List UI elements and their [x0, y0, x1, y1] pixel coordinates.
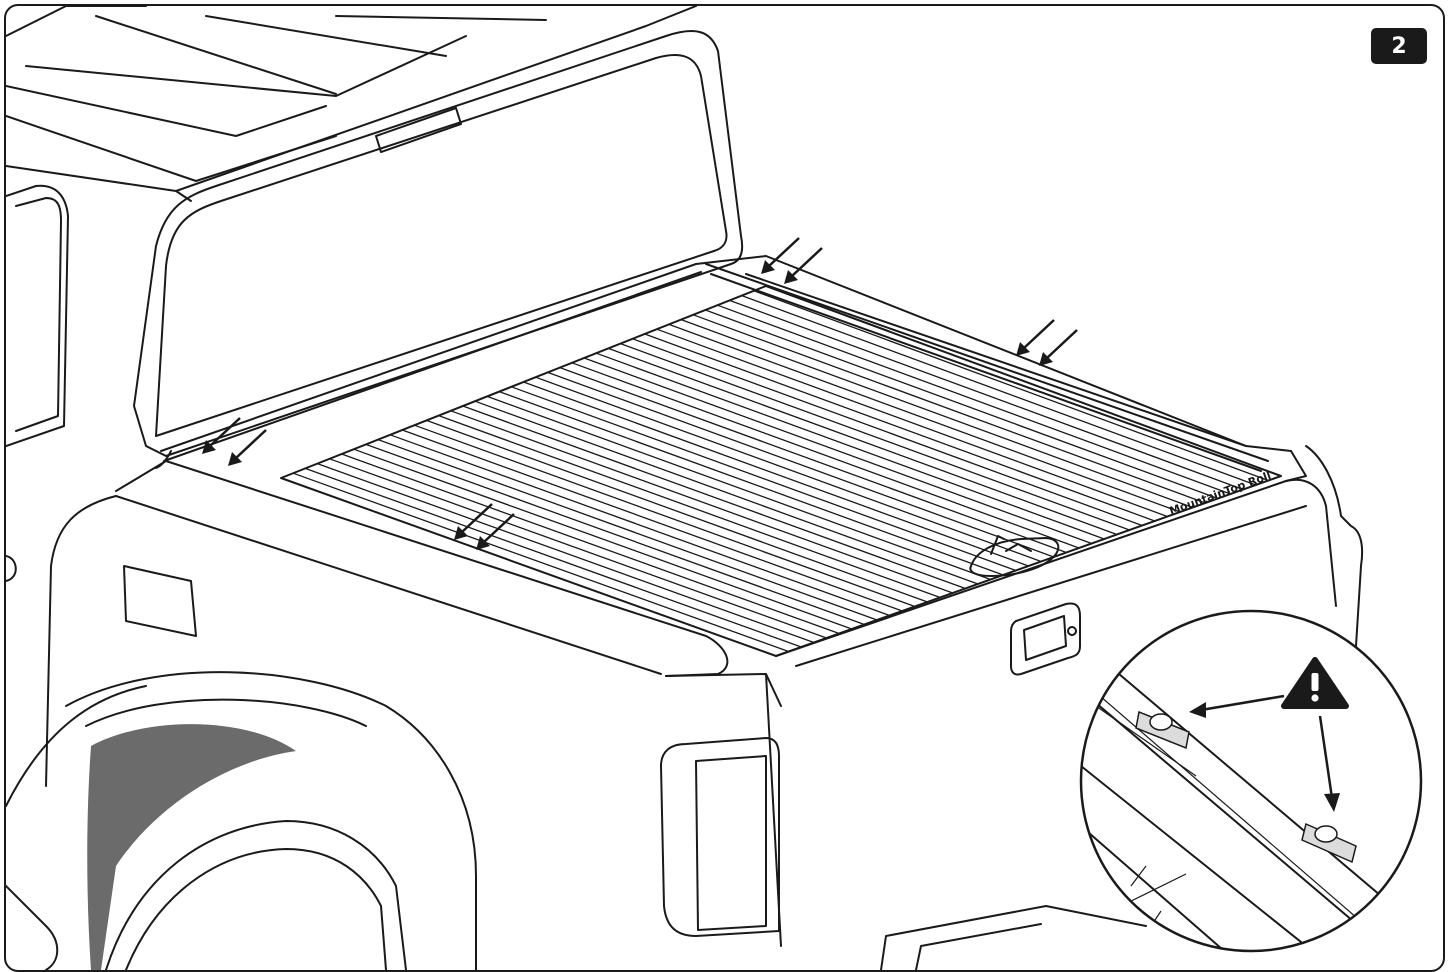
- pointer-arrow-shaft: [1046, 329, 1078, 359]
- cover-slat: [632, 338, 1143, 527]
- cover-slat: [571, 362, 1080, 549]
- callout-arrows: [1189, 694, 1340, 812]
- cab-side: [6, 184, 69, 582]
- warning-triangle-icon: [1281, 657, 1349, 709]
- pointer-arrow-shaft: [791, 247, 823, 277]
- cover-slat: [620, 342, 1130, 531]
- cover-slat: [353, 448, 852, 630]
- pointer-arrow-head: [202, 440, 216, 454]
- cover-slat: [559, 366, 1067, 554]
- cover-slat: [668, 323, 1181, 513]
- cover-slat: [292, 472, 789, 653]
- pointer-arrow-shaft: [768, 237, 800, 267]
- cover-slat: [317, 462, 815, 644]
- cover-slats: [292, 290, 1269, 653]
- cover-slat: [753, 290, 1269, 482]
- pointer-arrow-shaft: [1023, 319, 1055, 349]
- pointer-arrow-head: [1016, 342, 1030, 356]
- pointer-arrow-head: [454, 526, 468, 540]
- tail-light: [660, 737, 780, 937]
- cover-slat: [608, 347, 1118, 536]
- step-badge: 2: [1371, 28, 1427, 64]
- tonneau-cover: [280, 263, 1307, 657]
- pointer-arrow-head: [784, 270, 798, 284]
- cover-slat: [450, 410, 953, 594]
- cover-slat: [596, 352, 1105, 540]
- pointer-arrow-head: [1039, 352, 1053, 366]
- magnifier-callout: [1079, 609, 1423, 953]
- pointer-arrow-shaft: [483, 513, 515, 543]
- pointer-arrow-shaft: [461, 503, 493, 533]
- cover-slat: [486, 395, 991, 581]
- cover-slat: [365, 443, 865, 626]
- cover-slat: [535, 376, 1042, 563]
- cover-slat: [462, 405, 966, 590]
- cover-slat: [583, 357, 1092, 545]
- clip-fastener-upper: [1135, 710, 1190, 750]
- instruction-panel: MountainTop Roll 2: [4, 4, 1445, 972]
- cover-slat: [547, 371, 1054, 558]
- cover-slat: [377, 438, 878, 621]
- clip-fastener-lower: [1301, 822, 1357, 864]
- cover-slat: [438, 414, 941, 599]
- pointer-arrow-shaft: [209, 417, 241, 447]
- bed-body: [6, 495, 1147, 970]
- cover-slat: [305, 467, 802, 648]
- rear-window: [133, 30, 744, 457]
- truck-illustration: MountainTop Roll: [6, 6, 1423, 970]
- bed-side-rail: [115, 255, 1247, 677]
- cover-slat: [329, 458, 827, 639]
- wheel-arch: [87, 724, 296, 970]
- cover-slat: [741, 294, 1256, 486]
- cover-slat: [729, 299, 1244, 491]
- pointer-arrow-shaft: [235, 429, 267, 459]
- cover-slat: [680, 318, 1193, 509]
- cover-slat: [389, 434, 890, 617]
- cover-slat: [656, 328, 1168, 518]
- cover-slat: [474, 400, 979, 585]
- cover-slat: [523, 381, 1029, 567]
- cover-slat: [414, 424, 916, 608]
- cover-slat: [341, 453, 840, 635]
- cover-slat: [402, 429, 903, 612]
- pointer-arrow-head: [476, 536, 490, 550]
- cover-slat: [511, 386, 1017, 572]
- pointer-arrow-head: [228, 452, 242, 466]
- cab-roof: [6, 6, 697, 202]
- rail-arrows: [202, 237, 1078, 550]
- pointer-arrow-head: [761, 260, 775, 274]
- cover-slat: [693, 314, 1206, 504]
- cover-slat: [717, 304, 1231, 495]
- cover-slat: [426, 419, 928, 603]
- cover-slat: [499, 390, 1004, 576]
- cover-slat: [644, 333, 1155, 522]
- cover-slat: [705, 309, 1219, 500]
